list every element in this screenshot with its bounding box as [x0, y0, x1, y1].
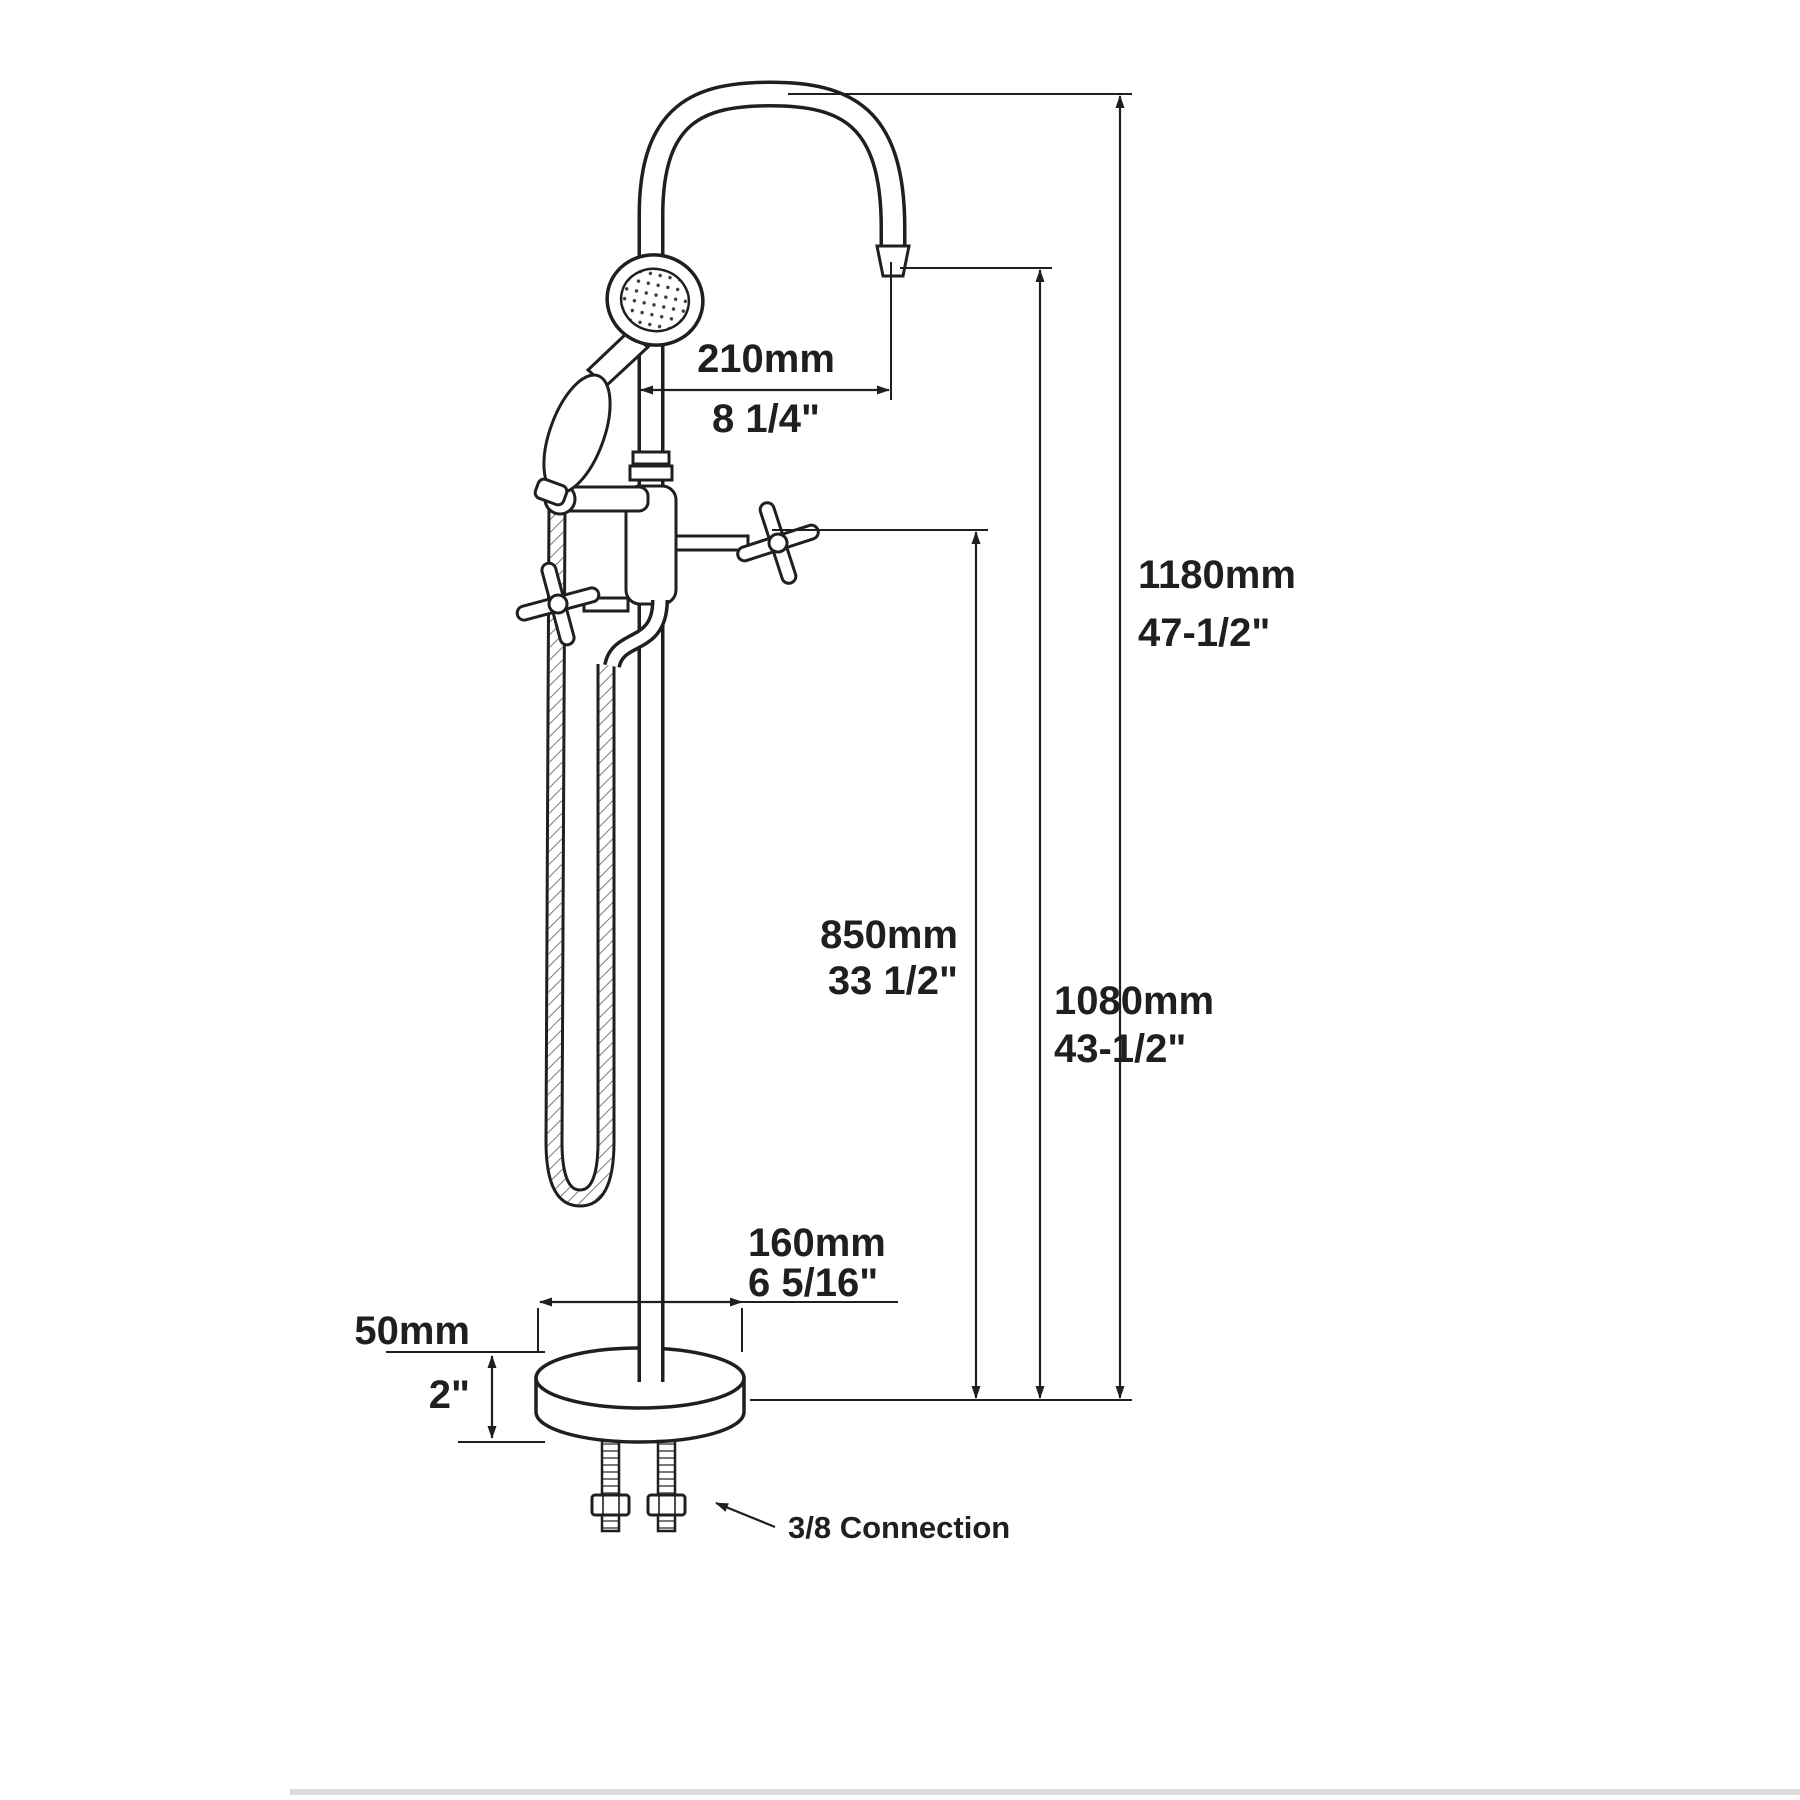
label-50-inch: 2" — [429, 1373, 470, 1417]
hand-shower-face — [619, 267, 691, 333]
connection-callout: 3/8 Connection — [715, 1501, 1010, 1545]
dimension-lines — [386, 93, 1132, 1443]
label-850-mm: 850mm — [820, 913, 958, 957]
pipe-collars — [628, 450, 674, 482]
label-50-mm: 50mm — [354, 1309, 470, 1353]
label-210-mm: 210mm — [697, 337, 835, 381]
label-1180-inch: 47-1/2" — [1138, 611, 1270, 655]
label-210-inch: 8 1/4" — [712, 397, 820, 441]
hex-nut-right — [646, 1493, 687, 1533]
left-cross-handle — [515, 561, 630, 647]
label-160-mm: 160mm — [748, 1221, 886, 1265]
hex-nut-left — [590, 1493, 631, 1533]
label-850-inch: 33 1/2" — [828, 959, 958, 1003]
label-1080-mm: 1080mm — [1054, 979, 1214, 1023]
label-1180-mm: 1180mm — [1138, 553, 1296, 597]
bottom-border — [290, 1789, 1800, 1795]
diverter-elbow — [603, 599, 669, 669]
supply-hoses — [590, 1439, 687, 1533]
connection-arrow — [715, 1501, 776, 1529]
spout-outlet — [875, 244, 911, 278]
label-1080-inch: 43-1/2" — [1054, 1027, 1186, 1071]
right-cross-handle — [674, 501, 820, 585]
dimension-labels: 210mm 8 1/4" 1180mm 47-1/2" 850mm 33 1/2… — [354, 337, 1296, 1417]
hand-shower-hose — [544, 505, 616, 1208]
hand-shower — [533, 253, 705, 507]
label-160-inch: 6 5/16" — [748, 1261, 878, 1305]
hand-shower-grip-collar — [533, 477, 569, 507]
connection-label: 3/8 Connection — [788, 1510, 1010, 1545]
gooseneck-spout — [637, 80, 911, 278]
